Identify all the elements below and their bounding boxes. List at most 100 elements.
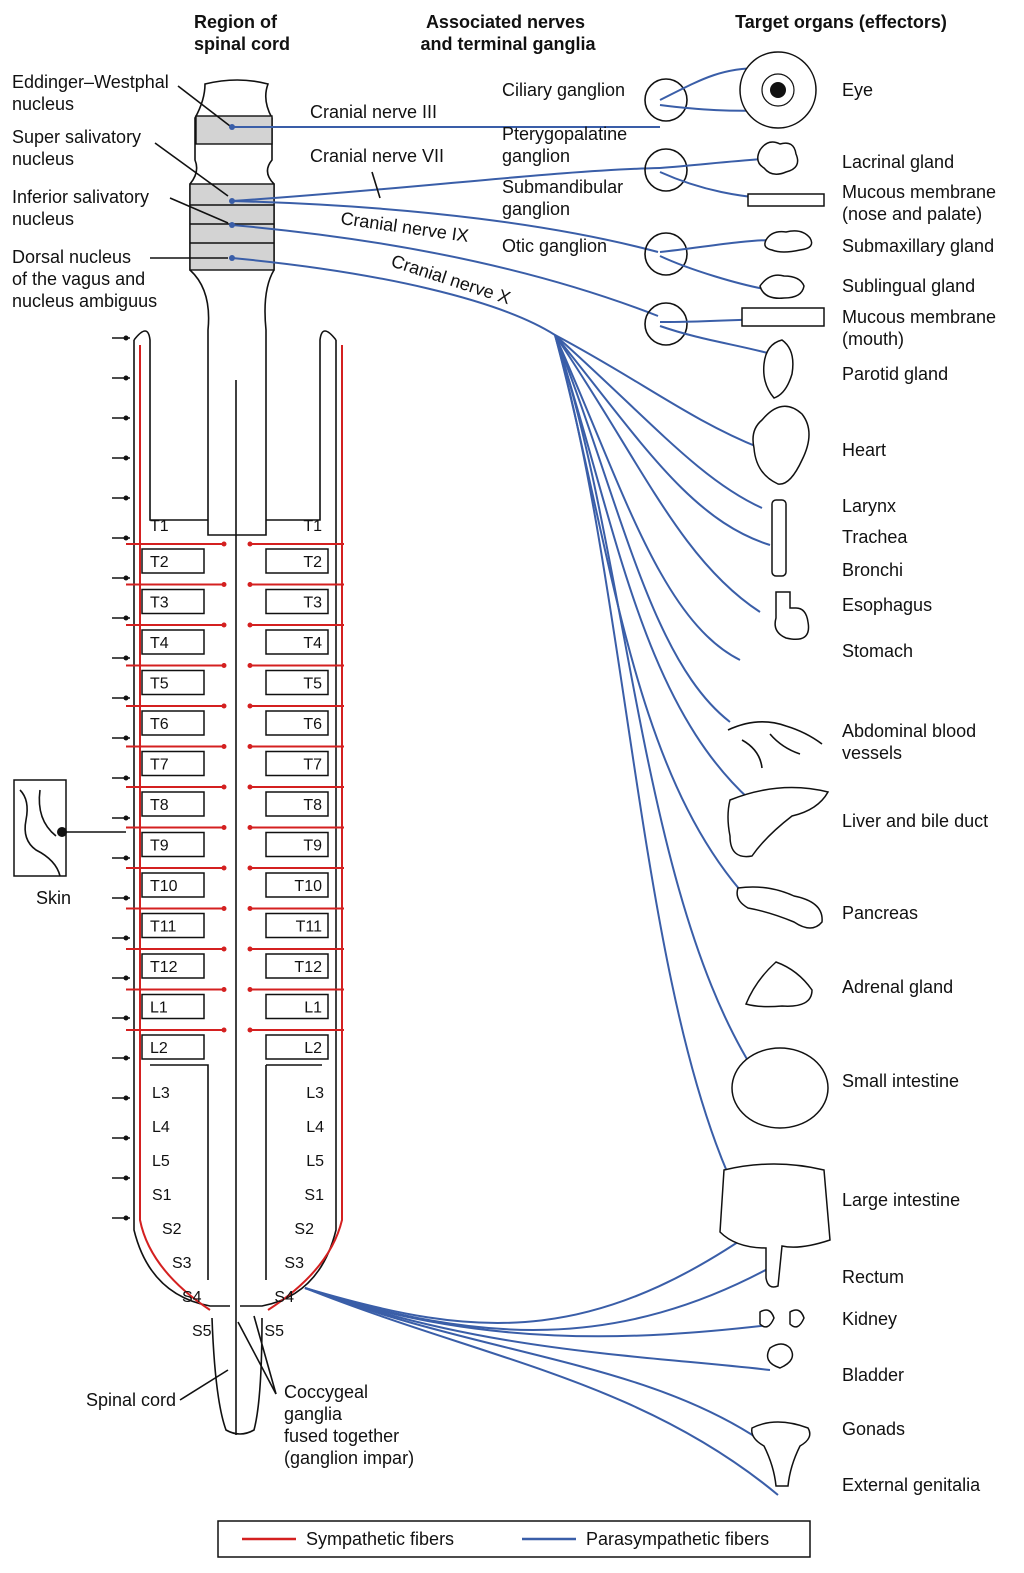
segment-label-left: S1 — [152, 1187, 172, 1204]
segment-label-right: T5 — [303, 676, 322, 693]
segment-box-right — [265, 629, 329, 655]
segment-label-right: L3 — [306, 1085, 324, 1102]
organ-label-mucous-mouth: Mucous membrane(mouth) — [842, 307, 996, 349]
segment-label-left: S5 — [192, 1323, 212, 1340]
segment-box-right — [265, 791, 329, 817]
spinal-nerve-dot — [123, 1175, 129, 1181]
spinal-nerve-dot — [123, 495, 129, 501]
ramus-node-left — [221, 582, 227, 587]
spinal-nerve-dot — [123, 855, 129, 861]
region-eddinger — [195, 115, 273, 145]
organ-label-stomach: Stomach — [842, 641, 913, 661]
segment-label-left: T10 — [150, 878, 178, 895]
organ-label-esophagus: Esophagus — [842, 595, 932, 615]
organ-labels: Eye Lacrinal gland Mucous membrane(nose … — [842, 80, 996, 1495]
segment-box-left — [141, 872, 205, 898]
segment-label-left: T12 — [150, 959, 178, 976]
ramus-node-right — [247, 825, 253, 830]
organ-label-heart: Heart — [842, 440, 886, 460]
segment-box-left — [141, 669, 205, 696]
coccygeal-ganglia-label: Coccygeal ganglia fused together (gangli… — [284, 1382, 414, 1468]
organ-label-kidney: Kidney — [842, 1309, 897, 1329]
organ-label-trachea: Trachea — [842, 527, 908, 547]
segment-label-left: T8 — [150, 797, 169, 814]
spinal-nerve-dot — [123, 1095, 129, 1101]
blood-vessels-icon — [727, 721, 823, 769]
segment-label-left: L5 — [152, 1153, 170, 1170]
ramus-node-right — [247, 744, 253, 749]
organ-label-small-intestine: Small intestine — [842, 1071, 959, 1091]
ramus-node-left — [221, 987, 227, 992]
segment-label-right: T3 — [303, 595, 322, 612]
segment-label-right: T12 — [294, 959, 322, 976]
spinal-nerve-dot — [123, 775, 129, 781]
large-intestine-icon — [719, 1163, 831, 1288]
pterygopalatine-ganglion — [644, 148, 688, 192]
ramus-node-right — [247, 582, 253, 587]
segment-label-left: T6 — [150, 716, 169, 733]
organ-label-mucous-nose: Mucous membrane(nose and palate) — [842, 182, 996, 224]
segment-label-right: T6 — [303, 716, 322, 733]
spinal-nerve-dot — [123, 975, 129, 981]
segment-label-left: L4 — [152, 1119, 170, 1136]
ramus-node-left — [221, 541, 227, 547]
sympathetic-chain-right — [267, 345, 343, 1311]
segment-box-right — [265, 710, 329, 736]
legend-sympathetic-label: Sympathetic fibers — [306, 1529, 454, 1549]
ramus-node-right — [247, 663, 253, 668]
small-intestine-icon — [731, 1047, 829, 1129]
sublingual-gland-icon — [759, 274, 805, 299]
segment-box-left — [141, 629, 205, 655]
submaxillary-gland-icon — [764, 230, 813, 253]
mucous-membrane-nose-icon — [747, 193, 825, 207]
submandibular-ganglion — [644, 232, 688, 276]
segment-label-right: S2 — [294, 1221, 314, 1238]
spinal-nerve-dot — [123, 535, 129, 541]
spinal-nerve-dot — [123, 455, 129, 461]
segment-box-left — [141, 831, 205, 858]
ramus-node-right — [247, 541, 253, 547]
segment-label-right: T10 — [294, 878, 322, 895]
header-region: Region of spinal cord — [194, 12, 290, 54]
spinal-nerve-dot — [123, 695, 129, 701]
ramus-node-left — [221, 1027, 227, 1033]
header-nerves: Associated nerves and terminal ganglia — [420, 12, 596, 54]
ramus-node-left — [221, 784, 227, 790]
spinal-cord-body — [133, 330, 337, 1435]
lacrimal-gland-icon — [757, 141, 799, 175]
gonads-icon — [751, 1421, 811, 1487]
ganglion-ciliary-label: Ciliary ganglion — [502, 80, 625, 100]
spinal-nerve-dot — [123, 335, 129, 341]
organ-label-pancreas: Pancreas — [842, 903, 918, 923]
cranial-nerve-paths — [229, 124, 791, 1496]
segment-label-right: S3 — [284, 1255, 304, 1272]
organ-label-eye: Eye — [842, 80, 873, 100]
organ-label-sublingual: Sublingual gland — [842, 276, 975, 296]
segment-label-left: L1 — [150, 1000, 168, 1017]
segment-box-left — [141, 791, 205, 817]
segment-box-left — [141, 710, 205, 736]
segment-label-left: L3 — [152, 1085, 170, 1102]
segment-label-right: L2 — [304, 1040, 322, 1057]
ramus-node-right — [247, 784, 253, 790]
segment-label-right: S4 — [274, 1289, 294, 1306]
segment-label-left: T9 — [150, 838, 169, 855]
spinal-nerve-dot — [123, 895, 129, 901]
spinal-nerve-dot — [123, 1135, 129, 1141]
segment-box-right — [265, 872, 329, 898]
ramus-node-right — [247, 987, 253, 992]
segment-label-left: T11 — [150, 919, 176, 936]
parotid-gland-icon — [762, 339, 794, 399]
ramus-node-left — [221, 703, 227, 709]
header-targets: Target organs (effectors) — [735, 12, 947, 32]
spinal-nerve-dot — [123, 415, 129, 421]
spinal-nerve-dot — [123, 1215, 129, 1221]
segment-label-right: L4 — [306, 1119, 324, 1136]
segment-label-right: L1 — [304, 1000, 322, 1017]
ramus-node-left — [221, 663, 227, 668]
spinal-nerve-dot — [123, 615, 129, 621]
segment-label-right: S5 — [264, 1323, 284, 1340]
skin-label: Skin — [36, 888, 71, 908]
